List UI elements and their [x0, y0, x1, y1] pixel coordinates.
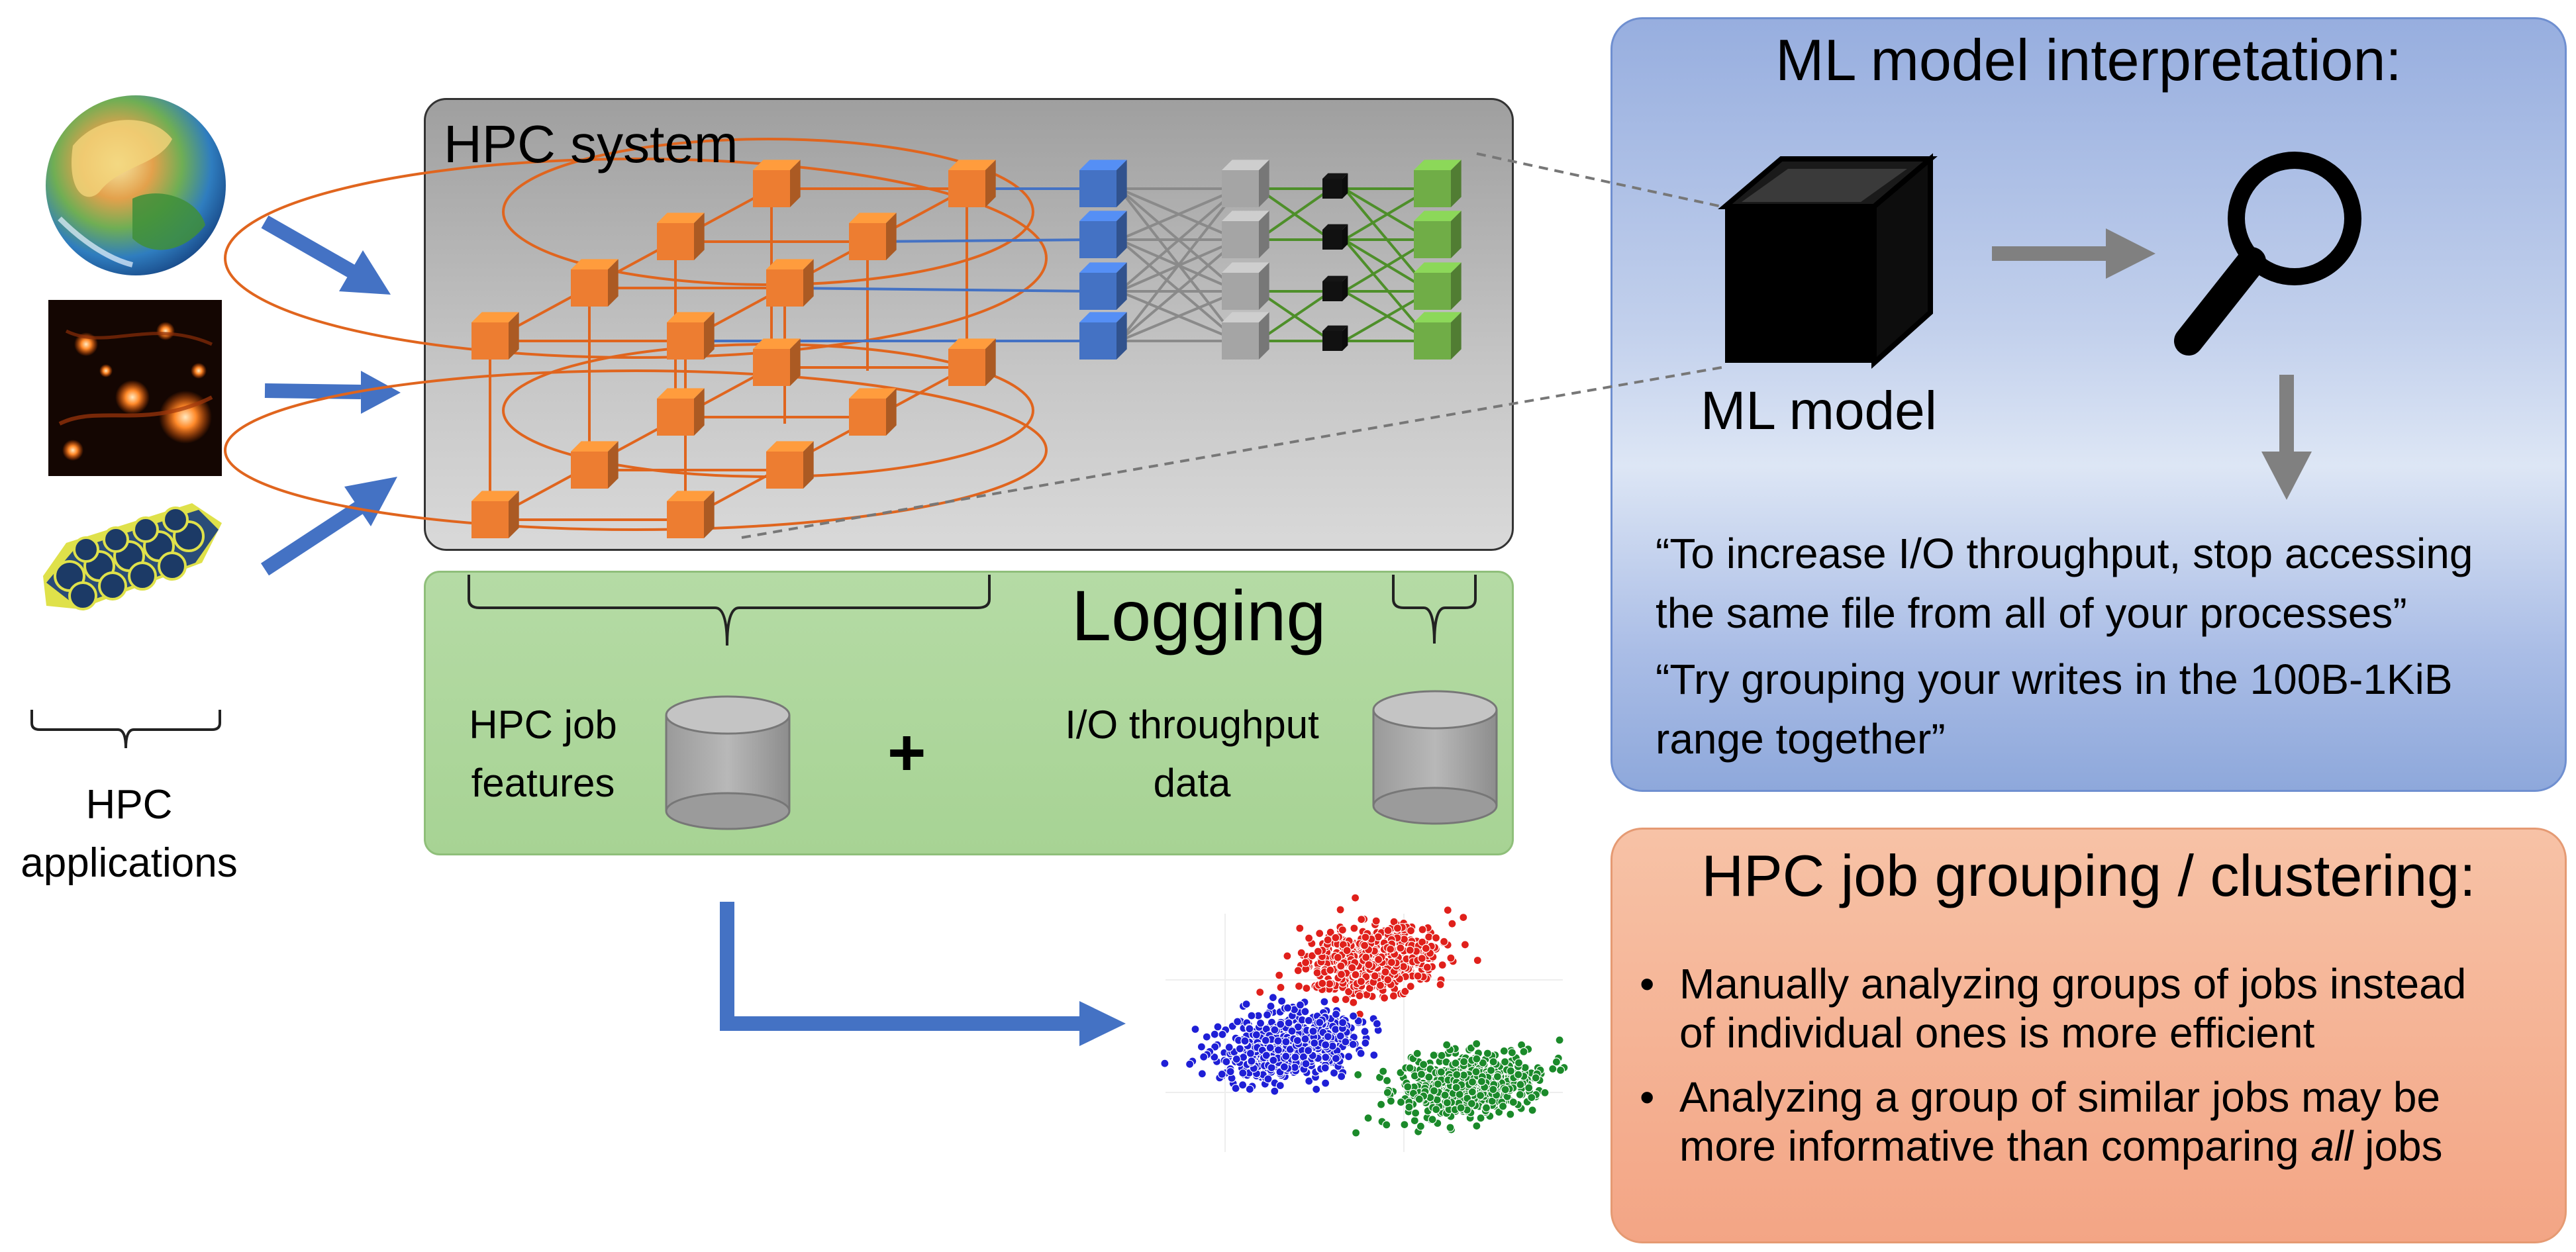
- compute-node-15: [471, 491, 519, 538]
- compute-node-4: [849, 213, 897, 260]
- job-features-label-line2: features: [471, 761, 615, 805]
- job-features-label-line1: HPC job: [469, 702, 617, 747]
- logging-to-clustering-arrow: [720, 902, 1126, 1046]
- io-data-label-line1: I/O throughput: [1065, 702, 1319, 747]
- cluster-scatter-plot: [1160, 893, 1569, 1152]
- input-arrows: [260, 215, 401, 576]
- red-cluster: [1256, 893, 1482, 1019]
- logging-panel: [424, 571, 1514, 855]
- io-node-1: [1079, 160, 1127, 207]
- ml-interpretation-panel: [1610, 17, 2567, 792]
- io-node-4: [1079, 312, 1127, 360]
- bullet2-line2-pre: more informative than comparing: [1679, 1122, 2311, 1170]
- quote2-line2: range together”: [1656, 715, 1946, 763]
- switch-node-3: [1222, 262, 1269, 310]
- compute-node-2: [948, 160, 996, 207]
- ml-model-label: ML model: [1701, 381, 1937, 441]
- interpretation-title: ML model interpretation:: [1775, 27, 2402, 93]
- compute-node-13: [571, 441, 619, 489]
- applications-label-line2: applications: [21, 840, 238, 886]
- compute-node-12: [849, 388, 897, 436]
- compute-node-11: [657, 388, 705, 436]
- io-data-label-line2: data: [1153, 761, 1231, 805]
- switch-node-2: [1222, 211, 1269, 258]
- applications-label-line1: HPC: [85, 782, 173, 828]
- hpc-nodes: [471, 160, 1461, 538]
- storage-node-3: [1414, 262, 1461, 310]
- router-node-4: [1322, 325, 1348, 351]
- logging-title: Logging: [1071, 575, 1326, 655]
- io-data-database-icon: [1372, 690, 1498, 825]
- switch-node-4: [1222, 312, 1269, 360]
- earth-simulation-image: [46, 95, 226, 275]
- io-data-brace: [1392, 575, 1477, 644]
- quote2-line1: “Try grouping your writes in the 100B-1K…: [1656, 655, 2453, 703]
- switch-node-1: [1222, 160, 1269, 207]
- clustering-bullet-list: Manually analyzing groups of jobs instea…: [1616, 960, 2556, 1186]
- clustering-bullet-2: Analyzing a group of similar jobs may be…: [1616, 1073, 2556, 1171]
- router-node-3: [1322, 275, 1348, 301]
- galaxy-simulation-image: [48, 300, 222, 476]
- quote1-line1: “To increase I/O throughput, stop access…: [1656, 530, 2473, 577]
- storage-node-2: [1414, 211, 1461, 258]
- hpc-system-title: HPC system: [444, 115, 738, 173]
- bullet2-line2-emphasis: all: [2310, 1122, 2353, 1170]
- crossbar-links: [1118, 187, 1240, 342]
- storage-node-1: [1414, 160, 1461, 207]
- compute-node-9: [753, 338, 801, 386]
- job-features-brace: [468, 575, 991, 646]
- interpretation-arrows: [1992, 228, 2312, 500]
- hpc-network-links: [224, 138, 1048, 531]
- clustering-title: HPC job grouping / clustering:: [1701, 843, 2476, 908]
- compute-node-8: [667, 312, 715, 360]
- bullet1-line1: Manually analyzing groups of jobs instea…: [1679, 960, 2467, 1008]
- job-features-database-icon: [665, 695, 791, 830]
- compute-node-3: [657, 213, 705, 260]
- router-node-2: [1322, 224, 1348, 250]
- compute-node-14: [766, 441, 814, 489]
- bullet2-line1: Analyzing a group of similar jobs may be: [1679, 1073, 2440, 1122]
- compute-node-6: [766, 259, 814, 307]
- bullet1-line2: of individual ones is more efficient: [1679, 1008, 2315, 1057]
- switch-links: [685, 187, 1097, 342]
- compute-node-1: [753, 160, 801, 207]
- ml-model-black-box-icon: [1718, 153, 1938, 369]
- compute-node-5: [571, 259, 619, 307]
- router-node-1: [1322, 173, 1348, 199]
- io-node-3: [1079, 262, 1127, 310]
- plus-sign: +: [887, 716, 926, 790]
- bullet2-line2: more informative than comparing all jobs: [1679, 1122, 2556, 1171]
- storage-links: [1257, 187, 1432, 342]
- clustering-bullet-1: Manually analyzing groups of jobs instea…: [1616, 960, 2556, 1057]
- applications-brace: [30, 710, 221, 749]
- storage-node-4: [1414, 312, 1461, 360]
- blue-cluster: [1160, 993, 1383, 1096]
- io-node-2: [1079, 211, 1127, 258]
- compute-node-10: [948, 338, 996, 386]
- zoom-lines: [741, 152, 1722, 539]
- compute-node-7: [471, 312, 519, 360]
- green-cluster: [1351, 1035, 1569, 1137]
- magnifying-glass-icon: [2174, 152, 2361, 356]
- fuel-rod-bundle-image: [43, 503, 222, 610]
- compute-node-16: [667, 491, 715, 538]
- quote1-line2: the same file from all of your processes…: [1656, 589, 2407, 637]
- bullet2-line2-post: jobs: [2353, 1122, 2443, 1170]
